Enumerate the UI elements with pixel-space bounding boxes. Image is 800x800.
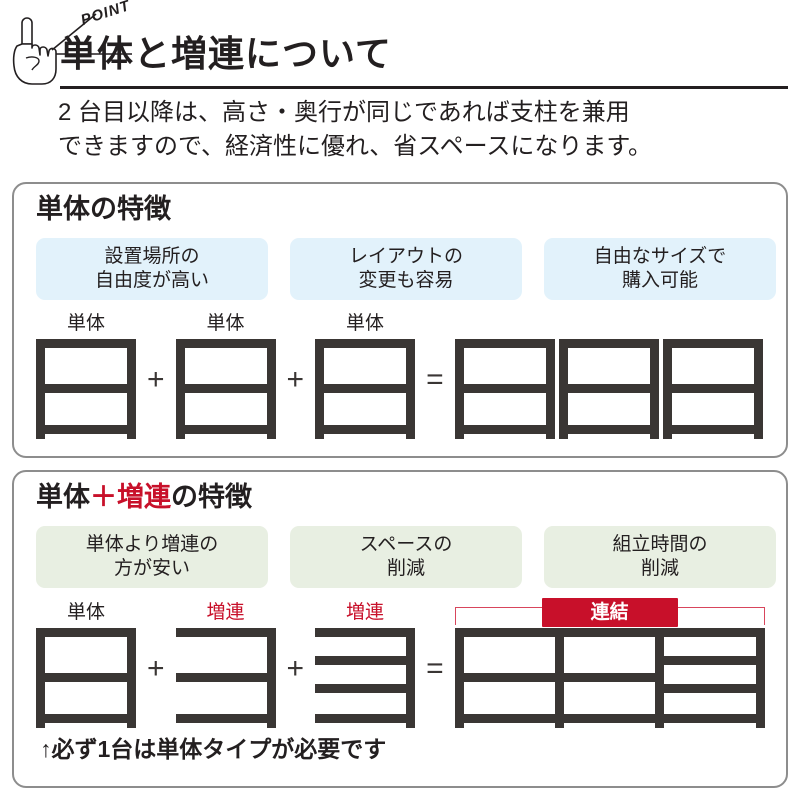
shelf-unit-addon: 増連 <box>175 602 276 728</box>
shelf-drawing-addon <box>175 628 276 728</box>
intro-text: 2 台目以降は、高さ・奥行が同じであれば支柱を兼用 できますので、経済性に優れ、… <box>58 96 784 164</box>
header: POINT 単体と増連について 2 台目以降は、高さ・奥行が同じであれば支柱を兼… <box>0 0 800 176</box>
section-title-red: 増連 <box>117 482 171 512</box>
section-title-suffix: の特徴 <box>171 482 252 512</box>
section-card-zouren: 単体＋増連の特徴 単体より増連の 方が安い スペースの 削減 組立時間の 削減 … <box>12 470 788 788</box>
shelf-drawing-addon <box>315 628 416 728</box>
section-title-zouren: 単体＋増連の特徴 <box>36 484 252 511</box>
pill-line-1: スペースの <box>359 533 453 555</box>
pill-line-2: 購入可能 <box>621 270 698 291</box>
shelf-drawing-standalone <box>558 339 659 439</box>
section-title-tantai: 単体の特徴 <box>36 194 171 224</box>
shelf-unit-addon: 増連 <box>315 602 416 728</box>
shelf-result-tantai <box>454 314 763 439</box>
intro-line-1: 2 台目以降は、高さ・奥行が同じであれば支柱を兼用 <box>58 99 630 126</box>
feature-pill: スペースの 削減 <box>290 526 522 588</box>
shelf-drawing-standalone <box>454 339 555 439</box>
title-underline <box>60 86 788 89</box>
feature-pill: 自由なサイズで 購入可能 <box>544 238 776 300</box>
point-callout-lines <box>51 13 132 55</box>
pill-line-2: 削減 <box>386 558 425 579</box>
shelf-drawing-standalone <box>175 339 276 439</box>
operator-equals: = <box>426 652 444 685</box>
shelf-drawing-standalone <box>662 339 763 439</box>
diagram-tantai: 単体 + 単体 <box>36 314 763 439</box>
pill-line-1: レイアウトの <box>348 245 463 267</box>
intro-line-2: できますので、経済性に優れ、省スペースになります。 <box>58 133 652 161</box>
shelf-drawing-standalone <box>36 339 136 439</box>
shelf-unit: 単体 <box>36 314 136 439</box>
shelf-drawing-connected <box>454 628 765 728</box>
shelf-unit-label: 増連 <box>206 602 245 623</box>
pill-line-2: 変更も容易 <box>358 270 454 291</box>
operator-equals: = <box>426 363 444 396</box>
shelf-unit-label: 単体 <box>66 602 105 623</box>
pill-line-1: 組立時間の <box>612 533 708 555</box>
shelf-unit-label: 単体 <box>346 313 385 334</box>
shelf-unit: 単体 <box>36 603 136 728</box>
feature-pill-list-tantai: 設置場所の 自由度が高い レイアウトの 変更も容易 自由なサイズで 購入可能 <box>36 238 776 300</box>
feature-pill: 単体より増連の 方が安い <box>36 526 268 588</box>
feature-pill: レイアウトの 変更も容易 <box>290 238 522 300</box>
shelf-unit-label: 単体 <box>206 313 245 334</box>
shelf-drawing-standalone <box>36 628 136 728</box>
shelf-unit-label: 単体 <box>66 313 105 334</box>
section-title-plus: ＋ <box>90 482 117 512</box>
operator-plus: + <box>286 363 305 396</box>
pill-line-2: 方が安い <box>113 558 190 579</box>
shelf-unit: 単体 <box>175 313 276 439</box>
pill-line-1: 設置場所の <box>104 245 200 267</box>
operator-plus: + <box>147 652 165 685</box>
section-card-tantai: 単体の特徴 設置場所の 自由度が高い レイアウトの 変更も容易 自由なサイズで … <box>12 182 788 458</box>
pill-line-1: 単体より増連の <box>85 533 219 555</box>
status-badge-renketsu: 連結 <box>541 598 678 627</box>
footnote-zouren: ↑必ず1台は単体タイプが必要です <box>40 736 387 762</box>
pointing-hand-icon <box>12 17 57 85</box>
pill-line-1: 自由なサイズで <box>593 245 727 267</box>
diagram-zouren: 単体 + 増連 + <box>36 598 765 728</box>
shelf-drawing-standalone <box>315 339 416 439</box>
feature-pill: 設置場所の 自由度が高い <box>36 238 268 300</box>
operator-plus: + <box>147 363 165 396</box>
shelf-result-connected: 連結 <box>454 598 765 728</box>
feature-pill-list-zouren: 単体より増連の 方が安い スペースの 削減 組立時間の 削減 <box>36 526 776 588</box>
shelf-unit: 単体 <box>315 313 416 439</box>
shelf-unit-label: 増連 <box>346 602 385 623</box>
section-title-prefix: 単体 <box>36 482 90 512</box>
operator-plus: + <box>286 652 305 685</box>
pill-line-2: 削減 <box>640 558 679 579</box>
feature-pill: 組立時間の 削減 <box>544 526 776 588</box>
page-title: 単体と増連について <box>60 33 392 74</box>
pill-line-2: 自由度が高い <box>94 270 209 291</box>
